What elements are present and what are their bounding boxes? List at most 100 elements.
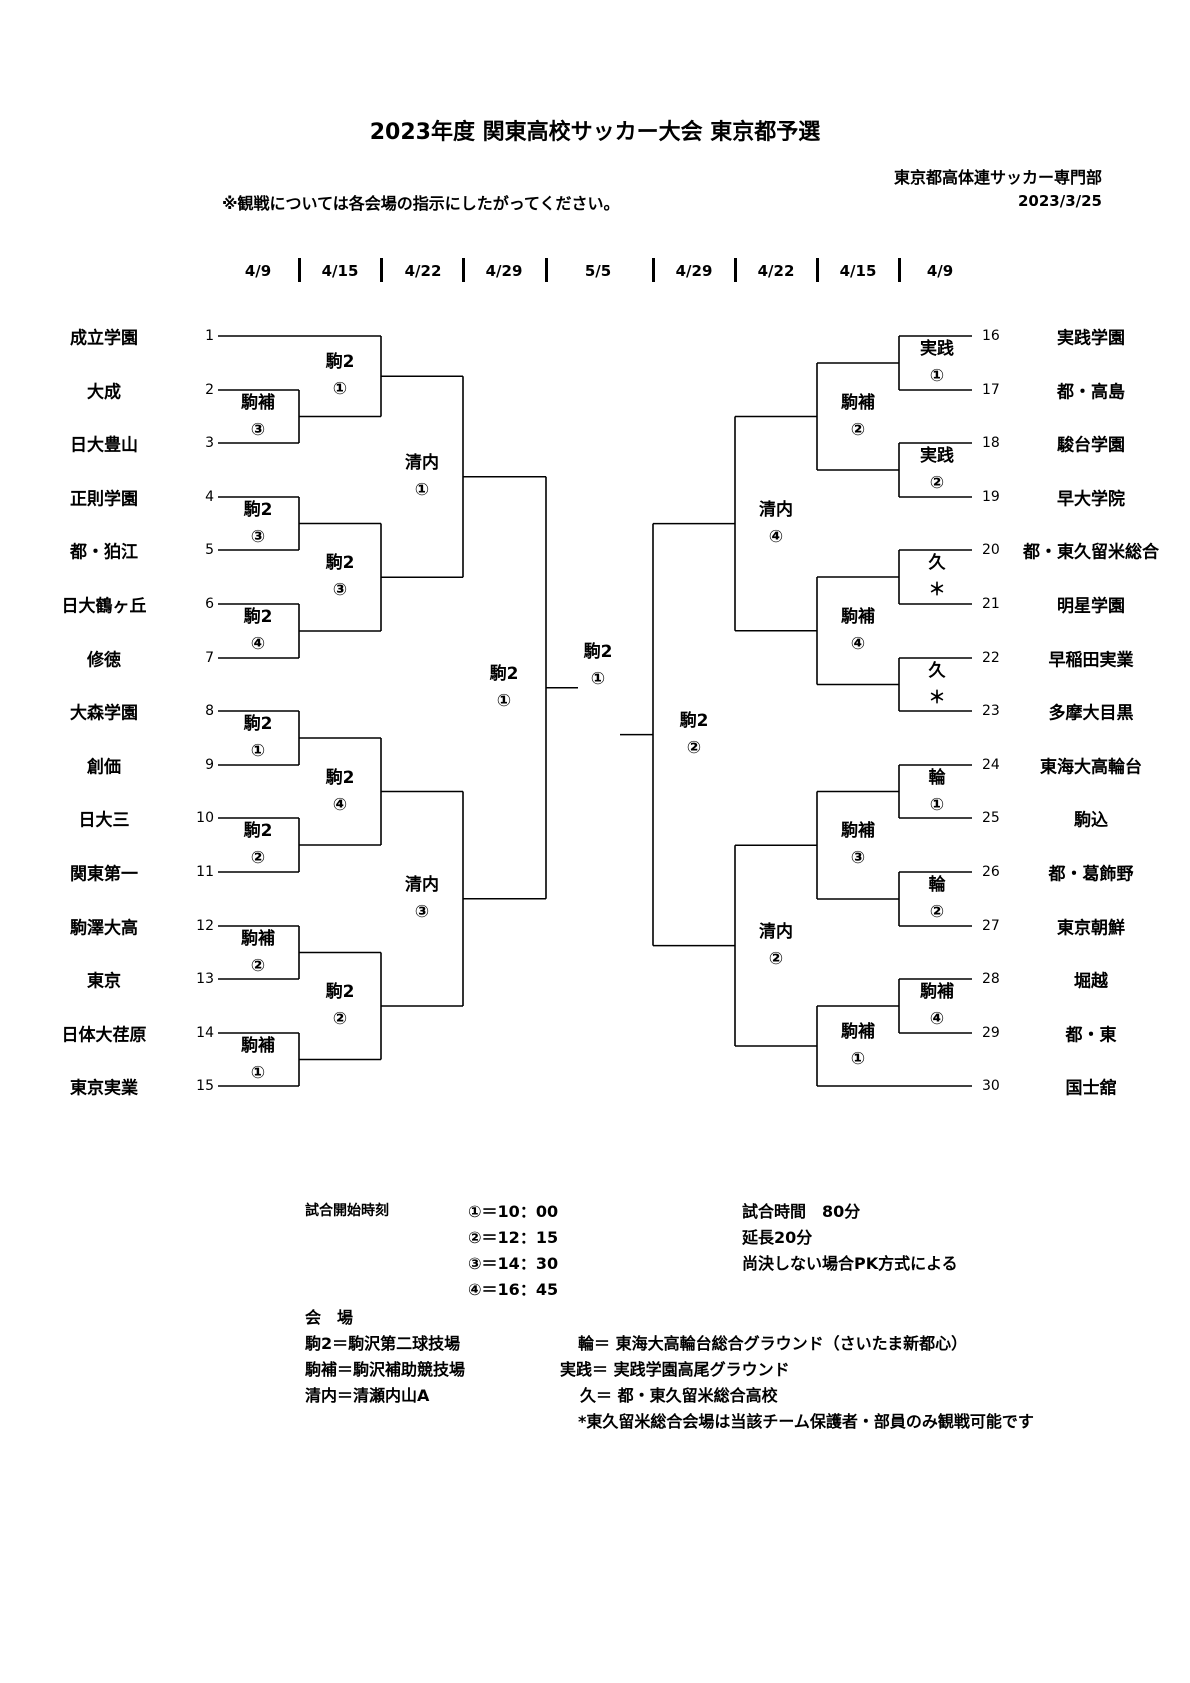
time-slot: ④ — [929, 1009, 945, 1029]
match-venue: 清内 ③ — [405, 872, 439, 926]
left-team-number: 12 — [196, 918, 214, 934]
date-separator — [298, 258, 301, 282]
round-date: 4/15 — [321, 262, 359, 280]
time-slot: ④ — [332, 795, 348, 815]
venue-code: 駒2 — [325, 352, 355, 372]
right-team-name: 明星学園 — [1057, 596, 1125, 617]
right-team-name: 都・東久留米総合 — [1023, 542, 1159, 563]
round-date: 4/9 — [926, 262, 954, 280]
left-team-number: 2 — [205, 382, 214, 398]
time-slot: ④ — [768, 527, 784, 547]
time-4: ④＝16：45 — [468, 1280, 559, 1299]
time-slot: ① — [250, 1063, 266, 1083]
time-1: ①＝10：00 — [468, 1202, 559, 1221]
time-slot: ① — [496, 691, 512, 711]
round-date: 4/22 — [404, 262, 442, 280]
rule-3: 尚決しない場合PK方式による — [742, 1254, 958, 1273]
left-team-number: 14 — [196, 1025, 214, 1041]
venue-label: 会 場 — [305, 1308, 354, 1327]
page-title: 2023年度 関東高校サッカー大会 東京都予選 — [369, 120, 821, 145]
left-team-name: 日大豊山 — [70, 435, 138, 456]
venue-code: 駒補 — [241, 929, 275, 949]
time-slot: ① — [332, 379, 348, 399]
right-team-number: 16 — [982, 328, 1000, 344]
match-venue: 駒補 ③ — [241, 390, 275, 444]
match-venue: 久＊ — [929, 658, 946, 712]
venue-right-2: 実践＝ 実践学園高尾グラウンド — [560, 1360, 790, 1379]
time-2: ②＝12：15 — [468, 1228, 559, 1247]
match-venue: 駒補 ② — [241, 926, 275, 980]
time-slot: ③ — [250, 420, 266, 440]
time-3: ③＝14：30 — [468, 1254, 559, 1273]
left-team-name: 東京 — [87, 971, 121, 992]
date-separator — [462, 258, 465, 282]
left-team-name: 大成 — [87, 382, 121, 403]
venue-code: 駒2 — [325, 768, 355, 788]
left-team-number: 10 — [196, 810, 214, 826]
right-team-name: 早稲田実業 — [1048, 650, 1134, 671]
time-slot: ② — [250, 848, 266, 868]
left-team-number: 8 — [205, 703, 214, 719]
time-slot: ② — [686, 738, 702, 758]
venue-code: 駒補 — [841, 607, 875, 627]
time-slot: ② — [929, 902, 945, 922]
time-slot: ③ — [850, 848, 866, 868]
right-team-name: 多摩大目黒 — [1048, 703, 1134, 724]
right-team-number: 25 — [982, 810, 1000, 826]
time-slot: ② — [332, 1009, 348, 1029]
right-team-name: 都・高島 — [1057, 382, 1125, 403]
time-slot: ② — [768, 949, 784, 969]
venue-code: 駒補 — [841, 821, 875, 841]
right-team-number: 22 — [982, 650, 1000, 666]
time-slot: ① — [929, 795, 945, 815]
venue-code: 駒2 — [243, 607, 273, 627]
right-team-number: 23 — [982, 703, 1000, 719]
venue-code: 久 — [928, 661, 946, 681]
match-venue: 駒2 ① — [326, 349, 355, 403]
time-slot: ③ — [414, 902, 430, 922]
match-venue: 駒2 ④ — [244, 604, 273, 658]
venue-code: 駒補 — [241, 393, 275, 413]
time-slot: ③ — [332, 580, 348, 600]
venue-code: 実践 — [920, 339, 954, 359]
venue-right-1: 輪＝ 東海大高輪台総合グラウンド（さいたま新都心） — [578, 1334, 968, 1353]
left-team-name: 東京実業 — [70, 1078, 138, 1099]
start-time-label: 試合開始時刻 — [305, 1203, 389, 1219]
venue-code: 実践 — [920, 446, 954, 466]
left-team-number: 3 — [205, 435, 214, 451]
left-team-number: 6 — [205, 596, 214, 612]
venue-code: 駒補 — [841, 1022, 875, 1042]
time-slot: ③ — [250, 527, 266, 547]
time-slot: ④ — [250, 634, 266, 654]
document-date: 2023/3/25 — [1017, 192, 1102, 210]
right-team-number: 29 — [982, 1025, 1000, 1041]
right-team-name: 駿台学園 — [1057, 435, 1125, 456]
venue-note: *東久留米総合会場は当該チーム保護者・部員のみ観戦可能です — [578, 1412, 1034, 1431]
round-date: 4/29 — [485, 262, 523, 280]
left-team-name: 駒澤大高 — [70, 918, 138, 939]
left-team-name: 修徳 — [87, 650, 121, 671]
time-slot: ① — [590, 669, 606, 689]
right-team-name: 東京朝鮮 — [1057, 918, 1125, 939]
rule-2: 延長20分 — [742, 1228, 813, 1247]
left-team-number: 7 — [205, 650, 214, 666]
time-slot: ② — [250, 956, 266, 976]
venue-code: 清内 — [405, 875, 439, 895]
right-team-number: 30 — [982, 1078, 1000, 1094]
